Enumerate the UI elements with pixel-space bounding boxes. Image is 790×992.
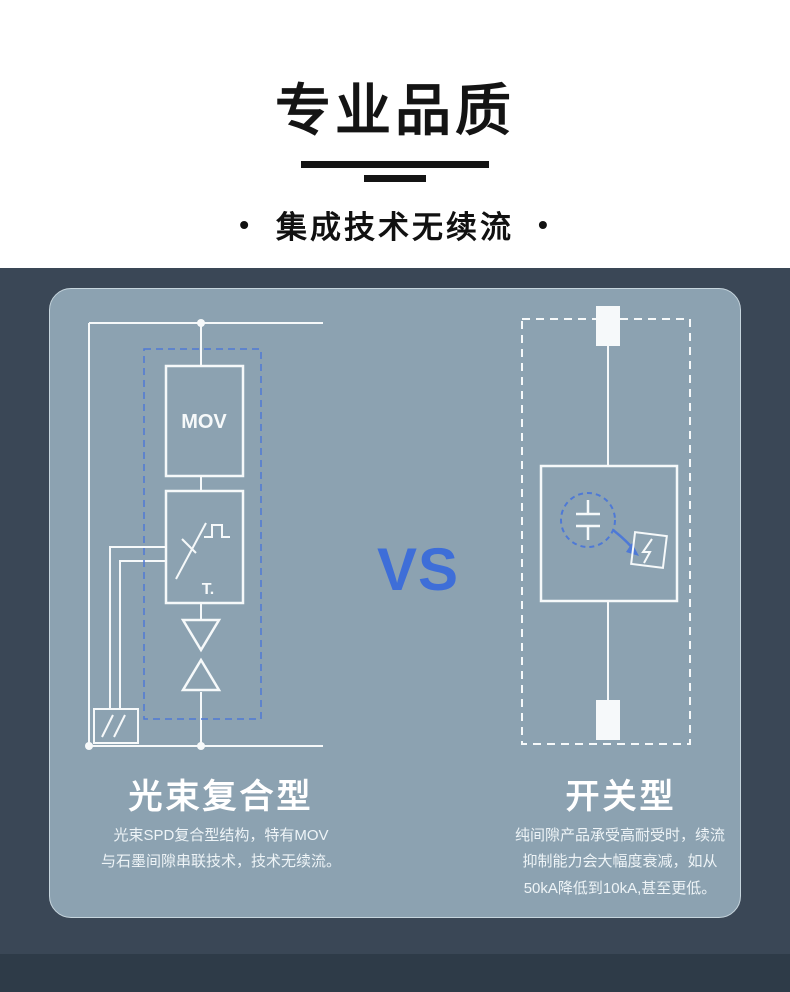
switch-module-boundary xyxy=(521,318,691,745)
mov-label: MOV xyxy=(181,411,227,433)
graphite-gap-icon xyxy=(180,618,222,692)
subtitle-text: 集成技术无续流 xyxy=(276,210,514,245)
footer-band xyxy=(0,954,790,992)
spark-gap-icon xyxy=(576,500,600,540)
mov-box xyxy=(164,364,245,478)
left-desc-line: 光束SPD复合型结构，特有MOV xyxy=(113,827,329,844)
right-desc-line: 纯间隙产品承受高耐受时，续流 xyxy=(514,827,725,844)
left-caption: 光束复合型 xyxy=(128,778,314,816)
gap-component-box xyxy=(539,464,679,603)
title-underline-long xyxy=(301,161,489,168)
switch-spd-diagram xyxy=(521,306,691,745)
bullet-right-icon: • xyxy=(538,208,551,240)
comparison-panel: MOV T. xyxy=(49,288,741,918)
trigger-label: T. xyxy=(202,581,214,598)
bullet-left-icon: • xyxy=(239,208,252,240)
circuit-lines xyxy=(88,322,323,747)
right-description: 纯间隙产品承受高耐受时，续流 抑制能力会大幅度衰减，如从 50kA降低到10kA… xyxy=(474,823,766,902)
right-caption: 开关型 xyxy=(565,778,677,816)
left-description: 光束SPD复合型结构，特有MOV 与石墨间隙串联技术，技术无续流。 xyxy=(58,823,384,876)
trigger-box: T. xyxy=(164,489,245,605)
header: 专业品质 • 集成技术无续流 • xyxy=(0,0,790,268)
vs-label: VS xyxy=(376,536,460,603)
gap-highlight-circle xyxy=(560,492,616,548)
right-desc-line: 抑制能力会大幅度衰减，如从 xyxy=(522,853,718,871)
title-underline-short xyxy=(364,175,426,182)
left-desc-line: 与石墨间隙串联技术，技术无续流。 xyxy=(100,853,341,871)
composite-module-boundary xyxy=(143,348,262,720)
page-title: 专业品质 xyxy=(275,79,515,142)
surge-counter-icon xyxy=(93,695,139,744)
right-desc-line: 50kA降低到10kA,甚至更低。 xyxy=(523,879,717,897)
bottom-terminal xyxy=(596,700,620,740)
node-dots xyxy=(85,319,205,750)
lightning-box-icon xyxy=(630,531,668,569)
subtitle: • 集成技术无续流 • xyxy=(0,202,790,247)
composite-spd-diagram: MOV T. xyxy=(85,319,323,750)
top-terminal xyxy=(596,306,620,346)
trigger-switch-icon xyxy=(175,522,230,580)
comparison-section: MOV T. xyxy=(0,268,790,992)
